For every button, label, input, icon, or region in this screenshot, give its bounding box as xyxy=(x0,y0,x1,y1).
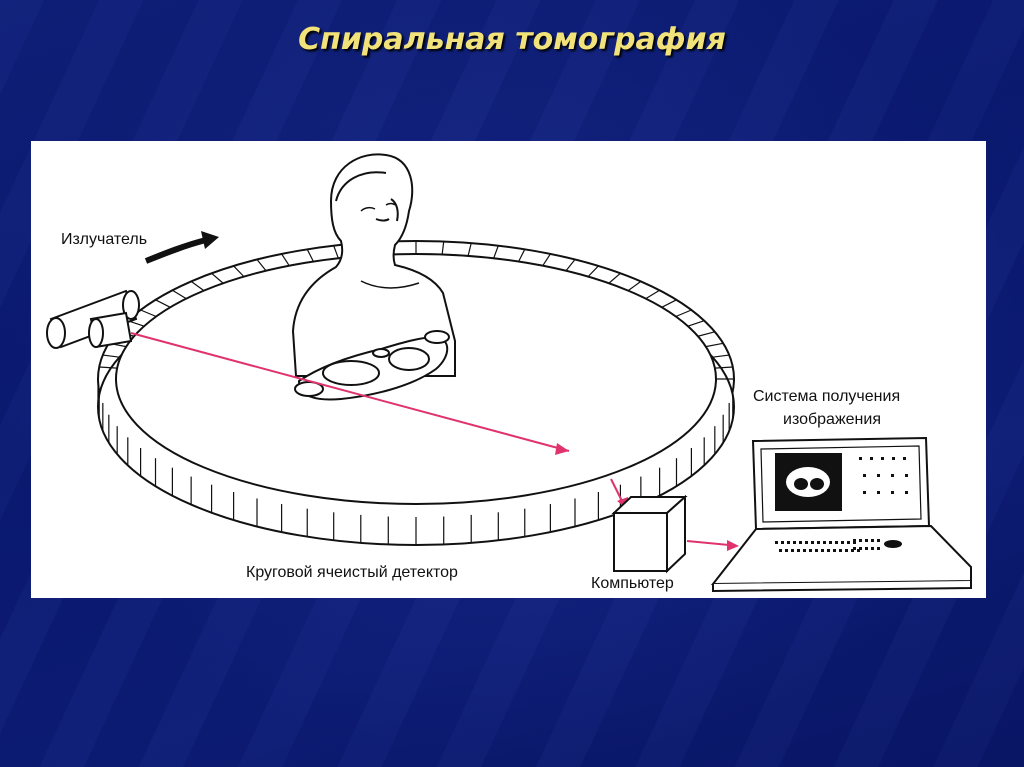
console-key-dot xyxy=(823,541,826,544)
detector-cell-divider xyxy=(190,280,205,292)
console-key-dot xyxy=(799,541,802,544)
console-key-dot xyxy=(891,474,894,477)
console-key-dot xyxy=(811,541,814,544)
console-key-dot xyxy=(853,541,856,544)
console-key-dot xyxy=(892,457,895,460)
detector-cell-divider xyxy=(675,309,692,318)
console-key-dot xyxy=(815,549,818,552)
console-key-dot xyxy=(859,539,862,542)
detector-label: Круговой ячеистый детектор xyxy=(246,564,458,581)
console-key-dot xyxy=(781,541,784,544)
console-key-dot xyxy=(863,474,866,477)
console-key-dot xyxy=(851,549,854,552)
detector-cell-divider xyxy=(155,299,171,308)
console-key-dot xyxy=(821,549,824,552)
console-key-dot xyxy=(857,549,860,552)
computer-label: Компьютер xyxy=(591,575,674,592)
console-key-dot xyxy=(877,474,880,477)
console-key-dot xyxy=(863,491,866,494)
console-key-dot xyxy=(859,457,862,460)
console-key-dot xyxy=(829,541,832,544)
console-key-dot xyxy=(797,549,800,552)
detector-cell-divider xyxy=(441,241,445,255)
console-key-dot xyxy=(827,549,830,552)
console-key-dot xyxy=(775,541,778,544)
console-key-dot xyxy=(881,457,884,460)
detector-cell-divider xyxy=(627,280,642,292)
console-key-dot xyxy=(891,491,894,494)
detector-cell-divider xyxy=(697,331,715,337)
console-key-dot xyxy=(805,541,808,544)
detector-cell-divider xyxy=(714,366,733,369)
detector-cell-divider xyxy=(542,253,551,267)
console-key-dot xyxy=(905,474,908,477)
slide-title: Спиральная томография xyxy=(298,22,726,57)
detector-cell-divider xyxy=(705,342,724,348)
console-key-dot xyxy=(787,541,790,544)
imaging-system-label-line2: изображения xyxy=(783,411,881,428)
computer-box xyxy=(611,494,688,574)
detector-cell-divider xyxy=(608,272,621,284)
x-ray-emitter xyxy=(46,289,140,349)
console-key-dot xyxy=(877,491,880,494)
console-key-dot xyxy=(871,547,874,550)
console-key-dot xyxy=(853,547,856,550)
computer-to-console-arrow xyxy=(686,540,739,551)
console-key-dot xyxy=(903,457,906,460)
emitter-label: Излучатель xyxy=(61,231,148,248)
detector-cell-divider xyxy=(102,354,121,358)
console-key-dot xyxy=(865,547,868,550)
console-key-dot xyxy=(803,549,806,552)
console-key-dot xyxy=(791,549,794,552)
console-key-dot xyxy=(817,541,820,544)
body-slice xyxy=(294,330,450,401)
x-ray-beam xyxy=(130,332,570,455)
console-key-dot xyxy=(785,549,788,552)
detector-cell-divider xyxy=(233,265,245,278)
console-key-dot xyxy=(859,547,862,550)
detector-cell-divider xyxy=(711,354,730,358)
detector-cell-divider xyxy=(587,265,599,278)
console-key-dot xyxy=(865,539,868,542)
detector-cell-divider xyxy=(645,289,660,300)
console-key-dot xyxy=(833,549,836,552)
console-key-dot xyxy=(847,541,850,544)
patient-figure xyxy=(291,153,456,377)
spiral-ct-diagram xyxy=(46,153,972,593)
detector-cell-divider xyxy=(211,272,224,284)
detector-cell-divider xyxy=(306,249,314,262)
console-key-dot xyxy=(835,541,838,544)
console-key-dot xyxy=(793,541,796,544)
console-key-dot xyxy=(839,549,842,552)
console-key-dot xyxy=(877,547,880,550)
detector-cell-divider xyxy=(661,299,677,308)
imaging-console xyxy=(710,436,972,593)
rotation-arrow xyxy=(144,231,219,264)
console-key-dot xyxy=(870,457,873,460)
detector-cell-divider xyxy=(565,259,576,272)
console-key-dot xyxy=(905,491,908,494)
imaging-system-label-line1: Система получения xyxy=(753,388,901,405)
detector-cell-divider xyxy=(256,259,267,272)
detector-cell-divider xyxy=(333,245,339,259)
detector-cell-divider xyxy=(99,366,118,369)
diagram-panel: Излучатель Система получения изображения… xyxy=(31,141,986,598)
detector-cell-divider xyxy=(687,320,705,327)
console-key-dot xyxy=(877,539,880,542)
console-key-dot xyxy=(809,549,812,552)
console-key-dot xyxy=(841,541,844,544)
detector-cell-divider xyxy=(518,249,526,262)
detector-cell-divider xyxy=(172,289,187,300)
detector-cell-divider xyxy=(493,245,499,259)
detector-cell-divider xyxy=(140,309,157,318)
detector-cell-divider xyxy=(467,242,472,257)
console-key-dot xyxy=(779,549,782,552)
console-key-dot xyxy=(853,539,856,542)
console-key-dot xyxy=(845,549,848,552)
console-key-dot xyxy=(871,539,874,542)
detector-cell-divider xyxy=(281,253,290,267)
